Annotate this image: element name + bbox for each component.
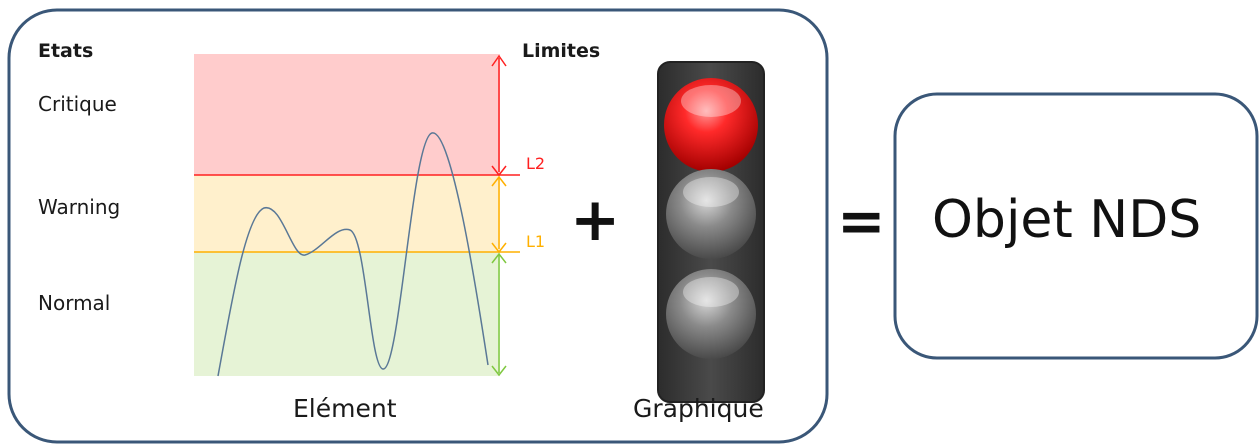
state-normal: Normal <box>38 291 111 315</box>
limit-label-l1: L1 <box>526 232 546 251</box>
caption-element: Elément <box>293 394 397 423</box>
normal-arrow-tail <box>491 365 507 377</box>
state-critical: Critique <box>38 92 117 116</box>
red-lamp-highlight <box>681 85 741 117</box>
warning-zone <box>194 175 500 252</box>
warning-arrow-tail <box>491 242 507 254</box>
main-frame <box>7 8 829 444</box>
caption-graphic: Graphique <box>633 394 764 423</box>
critical-zone <box>194 54 500 175</box>
result-label: Objet NDS <box>932 190 1202 250</box>
red-lamp <box>664 78 758 172</box>
bottom-lamp <box>666 269 756 359</box>
element-curve <box>217 132 489 377</box>
plus-operator: + <box>570 185 621 255</box>
middle-lamp-highlight <box>683 177 739 207</box>
critical-arrow-head <box>491 54 507 67</box>
result-box <box>893 92 1259 360</box>
equals-operator: = <box>837 187 886 255</box>
normal-arrow-head <box>491 252 507 264</box>
bottom-lamp-highlight <box>683 277 739 307</box>
limit-label-l2: L2 <box>526 154 546 173</box>
normal-zone <box>194 252 500 376</box>
states-header: Etats <box>38 40 94 62</box>
warning-arrow-head <box>491 175 507 187</box>
traffic-light-icon <box>657 61 765 403</box>
middle-lamp <box>666 169 756 259</box>
state-warning: Warning <box>38 195 121 219</box>
critical-arrow-tail <box>491 165 507 177</box>
limits-header: Limites <box>522 40 601 62</box>
